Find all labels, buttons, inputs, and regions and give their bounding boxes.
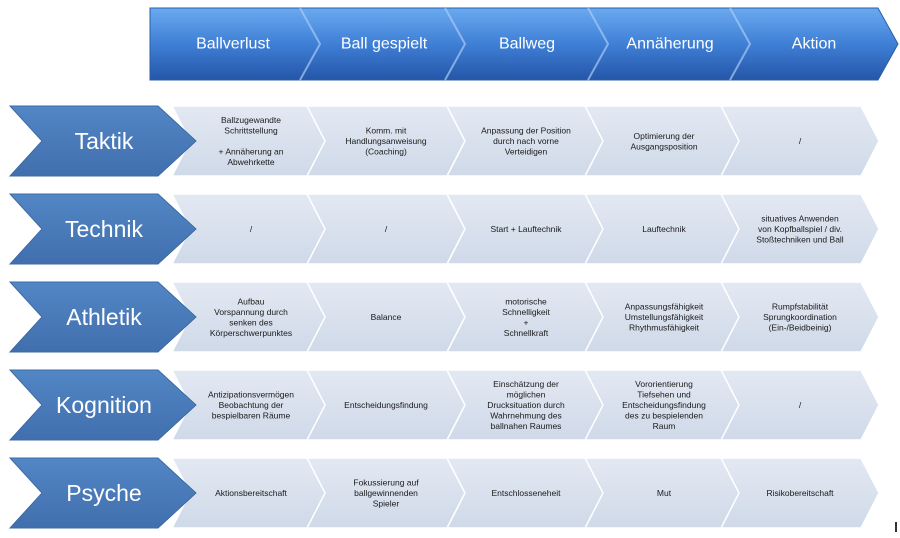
cell-text-line: Anpassung der Position <box>481 126 571 136</box>
cell-text-line: Risikobereitschaft <box>766 488 834 498</box>
cell-text-line: Balance <box>371 312 402 322</box>
cell-text-line: Ausgangsposition <box>630 141 697 151</box>
cell-text-line: Umstellungsfähigkeit <box>625 312 704 322</box>
row-technik: / / Start + Lauftechnik Lauftechnik situativ… <box>8 193 880 265</box>
cell-text-line: / <box>385 224 388 234</box>
matrix-cell <box>719 369 880 441</box>
corner-mark <box>895 522 897 532</box>
row-label-chevron <box>8 369 197 441</box>
cell-text-line: Entschlosseneheit <box>492 488 562 498</box>
header-process-band: Ballverlust Ball gespielt Ballweg Annäherun… <box>149 7 899 81</box>
cell-text-line: möglichen <box>507 390 546 400</box>
cell-text-line: Start + Lauftechnik <box>490 224 562 234</box>
row-label: Psyche <box>66 480 141 506</box>
header-chevron-divider <box>299 7 322 81</box>
header-step-label: Ball gespielt <box>341 36 428 53</box>
cell-text-line: Anpassungsfähigkeit <box>625 302 704 312</box>
cell-text-line: / <box>799 136 802 146</box>
cell-text-line: + <box>524 317 529 327</box>
cell-text-line: Einschätzung der <box>493 379 559 389</box>
cell-text-line: Rhythmusfähigkeit <box>629 323 700 333</box>
matrix-cell <box>719 281 880 353</box>
cell-text-line: Schnellkraft <box>504 328 549 338</box>
cell-text-line: ballgewinnenden <box>354 488 418 498</box>
row-psyche: Aktionsbereitschaft Fokussierung aufballg… <box>8 457 880 529</box>
cell-text-line: Rumpfstabilität <box>772 302 829 312</box>
cell-text-line: (Coaching) <box>365 147 407 157</box>
cell-text-line: Entscheidungsfindung <box>344 400 428 410</box>
cell-text-line: Lauftechnik <box>642 224 686 234</box>
cell-text-line: Fokussierung auf <box>353 478 419 488</box>
cell-text-line: situatives Anwenden <box>761 214 839 224</box>
cell-text-line: motorische <box>505 296 547 306</box>
header-chevron-divider <box>444 7 467 81</box>
cell-text-line: / <box>799 400 802 410</box>
cell-text-line: bespielbaren Räume <box>212 411 291 421</box>
matrix-cell <box>719 105 880 177</box>
cell-text-line: Vororientierung <box>635 379 693 389</box>
cell-text-line: Ballzugewandte <box>221 115 281 125</box>
cell-text-line: Vorspannung durch <box>214 307 288 317</box>
cell-text-line: Schrittstellung <box>224 126 278 136</box>
cell-text-line: Spieler <box>373 499 400 509</box>
cell-text-line: Entscheidungsfindung <box>622 400 706 410</box>
matrix-cell <box>719 457 880 529</box>
cell-text-line: Beobachtung der <box>219 400 284 410</box>
cell-text-line: Stoßtechniken und Ball <box>756 235 844 245</box>
cell-text-line: Handlungsanweisung <box>345 136 427 146</box>
header-step-label: Aktion <box>792 36 836 53</box>
cell-text-line: Optimierung der <box>634 131 695 141</box>
cell-text-line: des zu bespielenden <box>625 411 703 421</box>
row-label: Kognition <box>56 392 152 418</box>
row-label: Technik <box>65 216 143 242</box>
cell-text-line: / <box>250 224 253 234</box>
cell-text-line: Antizipationsvermögen <box>208 390 294 400</box>
cell-text-line: + Annäherung an <box>219 147 284 157</box>
header-step-label: Ballweg <box>499 36 555 53</box>
cell-text-line: Komm. mit <box>366 126 407 136</box>
header-chevron-divider <box>587 7 610 81</box>
row-label-chevron <box>8 281 197 353</box>
cell-text-line: Mut <box>657 488 672 498</box>
header-arrow-background <box>149 7 899 81</box>
cell-text-line: Schnelligkeit <box>502 307 550 317</box>
cell-text-line: Raum <box>653 421 676 431</box>
cell-text-line: (Ein-/Beidbeinig) <box>769 323 832 333</box>
row-label-chevron <box>8 193 197 265</box>
row-label-chevron <box>8 457 197 529</box>
row-label: Taktik <box>75 128 134 154</box>
row-label: Athletik <box>66 304 142 330</box>
cell-text-line: Sprungkoordination <box>763 312 837 322</box>
cell-text-line: Abwehrkette <box>227 157 275 167</box>
cell-text-line: Aktionsbereitschaft <box>215 488 287 498</box>
cell-text-line: von Kopfballspiel / div. <box>758 224 842 234</box>
cell-text-line: Drucksituation durch <box>487 400 565 410</box>
cell-text-line: Tiefsehen und <box>637 390 691 400</box>
cell-text-line: durch nach vorne <box>493 136 559 146</box>
header-chevron-divider <box>729 7 752 81</box>
cell-text-line: Verteidigen <box>505 147 548 157</box>
matrix-cell <box>719 193 880 265</box>
row-label-chevron <box>8 105 197 177</box>
cell-text-line: Wahrnehmung des <box>490 411 562 421</box>
header-step-label: Ballverlust <box>196 36 270 53</box>
cell-text-line: Aufbau <box>238 296 265 306</box>
header-step-label: Annäherung <box>626 36 713 53</box>
cell-text-line: senken des <box>229 317 272 327</box>
cell-text-line: ballnahen Raumes <box>491 421 562 431</box>
cell-text-line: Körperschwerpunktes <box>210 328 292 338</box>
